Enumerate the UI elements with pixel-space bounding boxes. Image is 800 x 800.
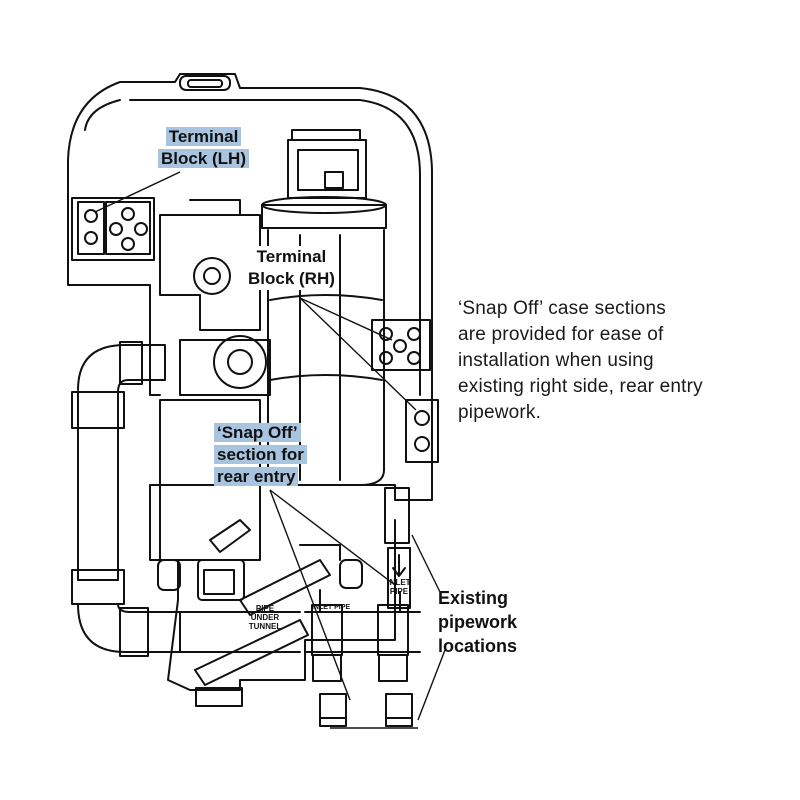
inlet-v-line1: INLET bbox=[387, 578, 411, 587]
case-left-wall bbox=[67, 81, 161, 396]
pipe-under-tunnel-label: PIPE UNDER TUNNEL bbox=[240, 604, 290, 631]
leader-exist-1 bbox=[411, 534, 441, 593]
note-line1: ‘Snap Off’ case sections bbox=[458, 298, 666, 319]
label-rh-line1: Terminal bbox=[256, 247, 327, 266]
inlet-v-line2: PIPE bbox=[389, 587, 409, 596]
outlet-pipe-lh bbox=[77, 391, 119, 581]
top-slot bbox=[179, 75, 231, 91]
label-terminal-block-rh: Terminal Block (RH) bbox=[246, 246, 337, 290]
under-tunnel-pipe bbox=[179, 611, 301, 653]
terminal-block-lh-shape bbox=[71, 197, 155, 261]
terminal-block-rh-lower bbox=[405, 399, 439, 463]
leader-snap-2 bbox=[269, 489, 351, 701]
existing-pipe-bottom-left bbox=[319, 693, 347, 719]
note-line3: installation when using bbox=[458, 350, 654, 371]
case-outline bbox=[119, 73, 433, 691]
snap-off-section bbox=[159, 399, 261, 561]
note-line4: existing right side, rear entry bbox=[458, 376, 703, 397]
label-snap-line2: section for bbox=[214, 445, 307, 464]
mechanism-lh bbox=[159, 214, 261, 331]
note-line5: pipework. bbox=[458, 402, 542, 423]
tunnel-line2: UNDER bbox=[250, 613, 280, 622]
leader-snap-1 bbox=[269, 489, 396, 586]
leader-rh-2 bbox=[299, 297, 417, 411]
label-snap-line1: ‘Snap Off’ bbox=[214, 423, 301, 442]
label-exist-line1: Existing bbox=[438, 588, 509, 608]
case-inner-left bbox=[84, 99, 121, 131]
label-exist-line3: locations bbox=[438, 636, 518, 656]
inlet-pipe-vertical-label: INLET PIPE bbox=[386, 578, 412, 596]
terminal-block-rh-upper bbox=[371, 319, 431, 371]
existing-pipe-bottom-right bbox=[385, 693, 413, 719]
note-line2: are provided for ease of bbox=[458, 324, 664, 345]
case-inner-line bbox=[129, 99, 421, 396]
leader-rh-1 bbox=[299, 297, 393, 341]
leader-lh bbox=[94, 171, 181, 213]
label-existing-pipework: Existing pipework locations bbox=[438, 586, 517, 658]
leader-exist-2 bbox=[417, 649, 446, 721]
label-rh-line2: Block (RH) bbox=[248, 269, 335, 288]
existing-pipe-rear bbox=[384, 487, 410, 544]
inlet-pipe-horizontal-label: INLET PIPE bbox=[311, 604, 351, 611]
label-snap-off-section: ‘Snap Off’ section for rear entry bbox=[214, 422, 307, 488]
label-exist-line2: pipework bbox=[438, 612, 518, 632]
inlet-pipe-horizontal bbox=[304, 611, 421, 653]
label-lh-line2: Block (LH) bbox=[158, 149, 249, 168]
label-terminal-block-lh: Terminal Block (LH) bbox=[158, 126, 249, 170]
tunnel-line1: PIPE bbox=[255, 604, 275, 613]
tunnel-line3: TUNNEL bbox=[248, 622, 282, 631]
snap-off-note: ‘Snap Off’ case sections are provided fo… bbox=[458, 296, 748, 426]
label-lh-line1: Terminal bbox=[165, 127, 242, 146]
label-snap-line3: rear entry bbox=[214, 467, 299, 486]
